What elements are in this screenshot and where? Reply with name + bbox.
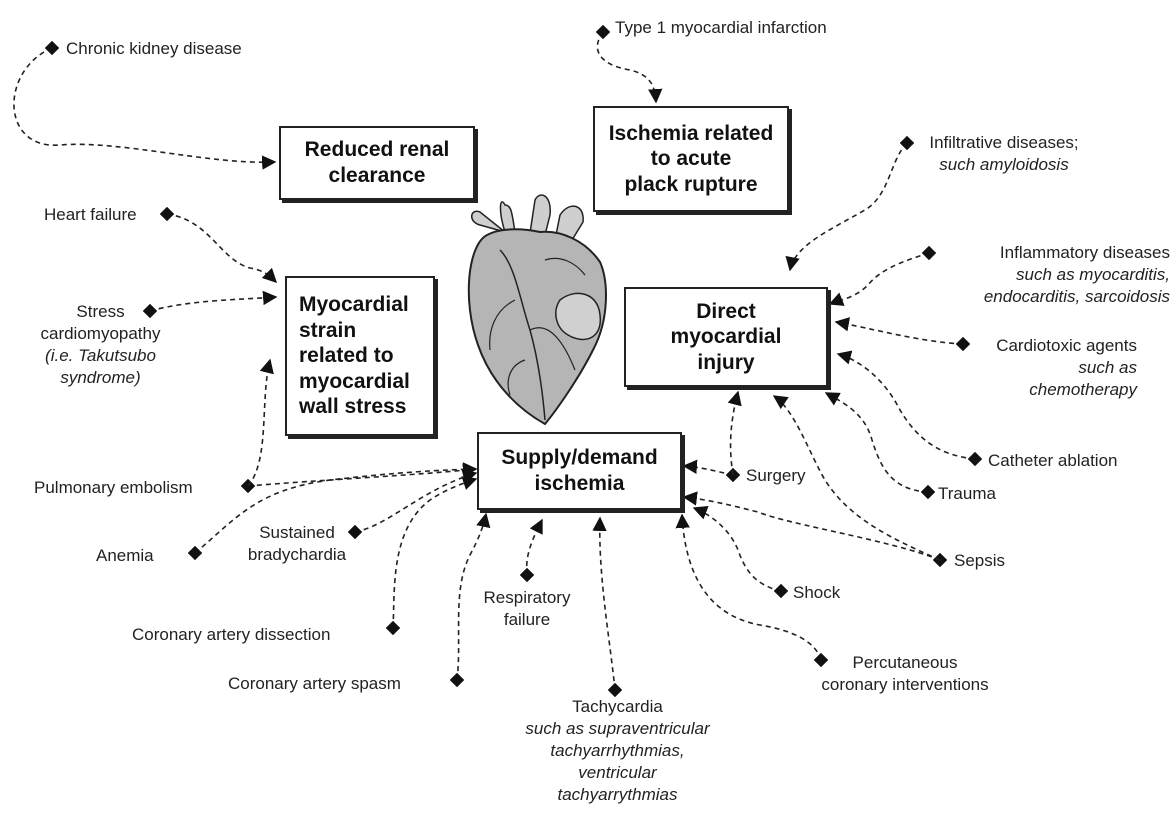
label-text: tachyarrhythmias,: [495, 740, 740, 762]
link-infiltrative: [790, 143, 907, 270]
box-line: strain: [299, 318, 433, 344]
link-cardiotoxic: [836, 322, 963, 344]
box-line: ischemia: [535, 471, 625, 497]
box-line: Supply/demand: [501, 445, 657, 471]
link-bradycardia: [355, 473, 476, 532]
link-heart-failure: [167, 214, 276, 282]
link-respiratory: [527, 520, 542, 575]
label-inflammatory-diseases: Inflammatory diseases such as myocarditi…: [930, 242, 1170, 308]
label-anemia: Anemia: [96, 545, 154, 567]
label-text: Shock: [793, 582, 840, 604]
label-text: such as: [972, 357, 1137, 379]
label-sepsis: Sepsis: [954, 550, 1005, 572]
link-sepsis-supply: [684, 497, 940, 560]
label-coronary-dissection: Coronary artery dissection: [132, 624, 330, 646]
label-text: cardiomyopathy: [28, 323, 173, 345]
label-catheter-ablation: Catheter ablation: [988, 450, 1117, 472]
label-text: Catheter ablation: [988, 450, 1117, 472]
label-trauma: Trauma: [938, 483, 996, 505]
label-pci: Percutaneous coronary interventions: [795, 652, 1015, 696]
label-text: Chronic kidney disease: [66, 38, 242, 60]
label-text: Trauma: [938, 483, 996, 505]
label-heart-failure: Heart failure: [44, 204, 137, 226]
link-trauma: [826, 393, 928, 492]
link-type1-mi: [597, 32, 656, 102]
label-text: syndrome): [28, 367, 173, 389]
box-line: related to: [299, 343, 433, 369]
label-sustained-bradycardia: Sustained bradychardia: [232, 522, 362, 566]
box-line: injury: [697, 350, 754, 376]
label-text: Anemia: [96, 545, 154, 567]
label-text: Sustained: [232, 522, 362, 544]
label-text: such as myocarditis,: [930, 264, 1170, 286]
link-catheter: [838, 354, 975, 459]
label-text: Infiltrative diseases;: [914, 132, 1094, 154]
label-text: Heart failure: [44, 204, 137, 226]
box-ischemia-plaque-rupture: Ischemia related to acute plack rupture: [593, 106, 789, 212]
label-cardiotoxic-agents: Cardiotoxic agents such as chemotherapy: [972, 335, 1137, 401]
box-line: wall stress: [299, 394, 433, 420]
label-text: Type 1 myocardial infarction: [615, 17, 827, 39]
label-text: Cardiotoxic agents: [972, 335, 1137, 357]
label-text: coronary interventions: [795, 674, 1015, 696]
label-text: Pulmonary embolism: [34, 477, 193, 499]
label-chronic-kidney-disease: Chronic kidney disease: [66, 38, 242, 60]
box-supply-demand-ischemia: Supply/demand ischemia: [477, 432, 682, 510]
label-tachycardia: Tachycardia such as supraventricular tac…: [495, 696, 740, 806]
label-stress-cardiomyopathy: Stress cardiomyopathy (i.e. Takutsubo sy…: [28, 301, 173, 389]
box-line: Myocardial: [299, 292, 433, 318]
label-text: Tachycardia: [495, 696, 740, 718]
box-direct-myocardial-injury: Direct myocardial injury: [624, 287, 828, 387]
link-pe-supply: [248, 469, 476, 486]
label-text: Sepsis: [954, 550, 1005, 572]
label-surgery: Surgery: [746, 465, 806, 487]
box-line: Ischemia related: [609, 121, 774, 147]
label-text: Percutaneous: [795, 652, 1015, 674]
box-line: myocardial: [299, 369, 433, 395]
label-text: ventricular: [495, 762, 740, 784]
label-text: Respiratory: [462, 587, 592, 609]
label-text: endocarditis, sarcoidosis: [930, 286, 1170, 308]
label-text: Stress: [28, 301, 173, 323]
box-line: Direct: [696, 299, 756, 325]
box-line: myocardial: [671, 324, 782, 350]
box-line: clearance: [329, 163, 426, 189]
link-shock: [694, 508, 781, 591]
box-line: to acute: [651, 146, 732, 172]
label-text: failure: [462, 609, 592, 631]
link-ckd: [14, 48, 275, 162]
link-tachycardia: [600, 518, 615, 690]
label-text: (i.e. Takutsubo: [28, 345, 173, 367]
label-text: tachyarrythmias: [495, 784, 740, 806]
label-text: such amyloidosis: [914, 154, 1094, 176]
link-pe-strain: [248, 360, 270, 486]
link-inflammatory: [830, 253, 929, 304]
box-myocardial-strain: Myocardial strain related to myocardial …: [285, 276, 435, 436]
label-type1-mi: Type 1 myocardial infarction: [615, 17, 827, 39]
label-text: chemotherapy: [972, 379, 1137, 401]
label-text: Surgery: [746, 465, 806, 487]
label-text: bradychardia: [232, 544, 362, 566]
link-surgery-supply: [684, 466, 733, 475]
box-line: plack rupture: [624, 172, 757, 198]
label-text: Inflammatory diseases: [930, 242, 1170, 264]
label-shock: Shock: [793, 582, 840, 604]
label-text: Coronary artery spasm: [228, 673, 401, 695]
label-text: Coronary artery dissection: [132, 624, 330, 646]
label-pulmonary-embolism: Pulmonary embolism: [34, 477, 193, 499]
label-respiratory-failure: Respiratory failure: [462, 587, 592, 631]
label-text: such as supraventricular: [495, 718, 740, 740]
box-line: Reduced renal: [305, 137, 450, 163]
box-reduced-renal-clearance: Reduced renal clearance: [279, 126, 475, 200]
label-coronary-spasm: Coronary artery spasm: [228, 673, 401, 695]
label-infiltrative-diseases: Infiltrative diseases; such amyloidosis: [914, 132, 1094, 176]
heart-illustration: [469, 195, 606, 424]
link-surgery-direct: [731, 392, 738, 475]
